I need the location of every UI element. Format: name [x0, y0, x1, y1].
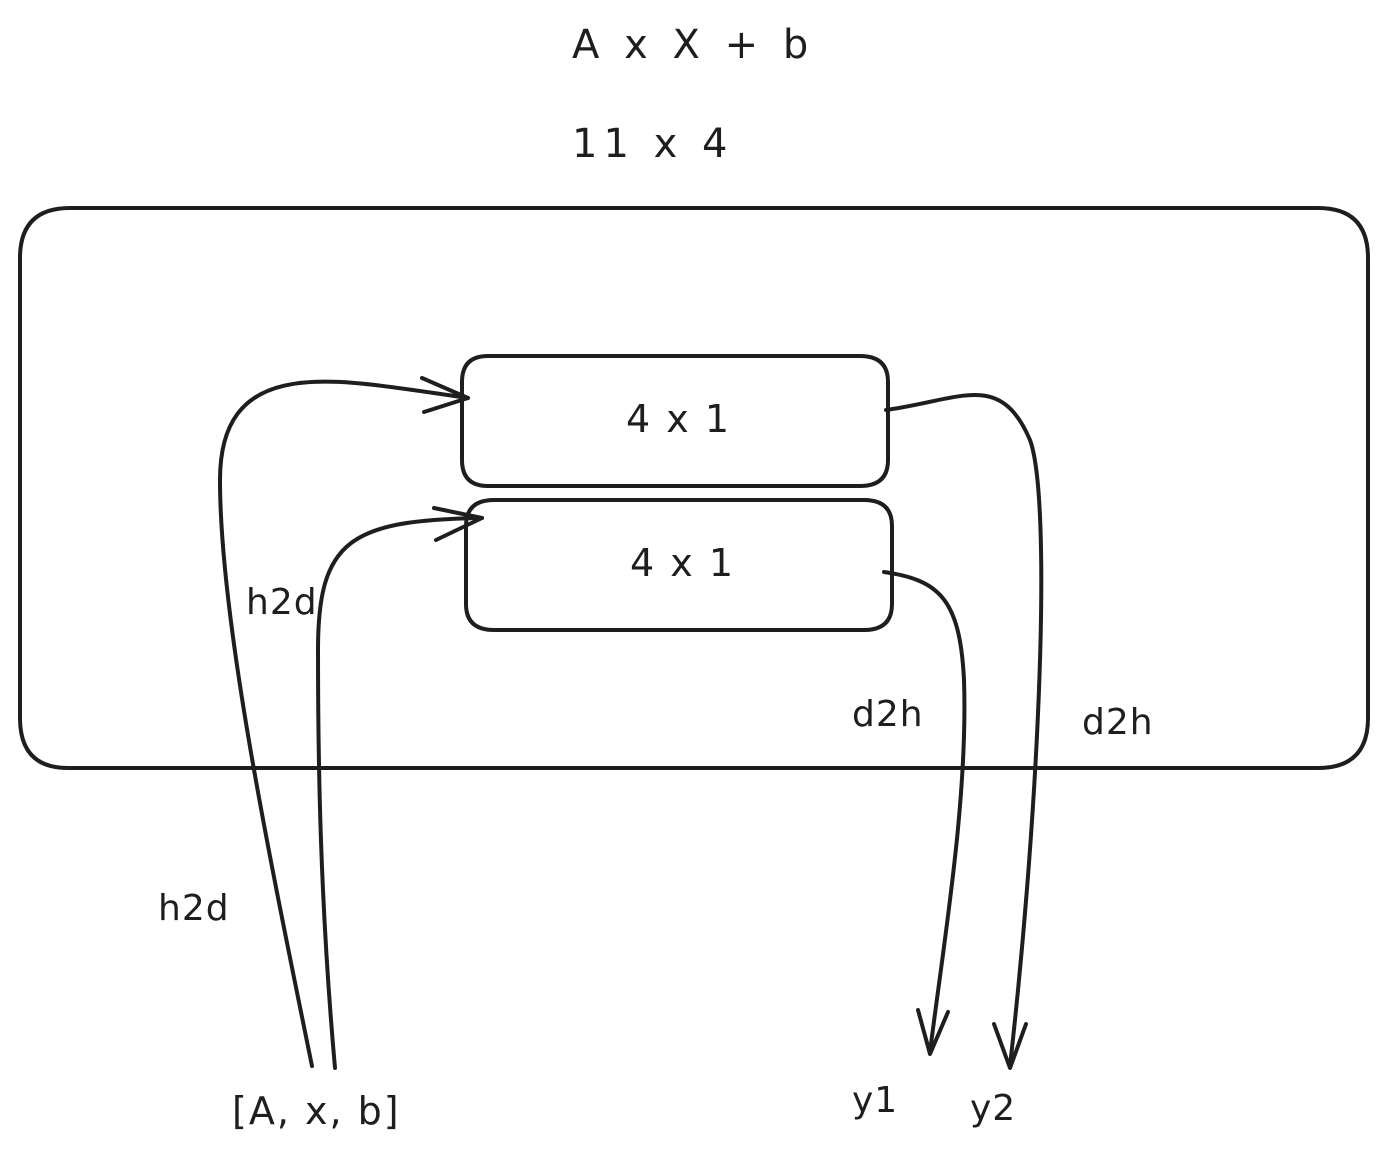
d2h-arrow-top [884, 393, 1044, 1068]
h2d-arrow-bottom-head [432, 506, 484, 542]
inputs-label: [A, x, b] [232, 1089, 401, 1133]
h2d-inner-label: h2d [246, 582, 318, 623]
block-top [460, 354, 890, 488]
d2h-arrow-bottom [882, 570, 967, 1054]
device-container [18, 206, 1370, 770]
output-y1-label: y1 [852, 1080, 898, 1121]
d2h-arrow-bottom-head [916, 1008, 950, 1056]
h2d-outer-label: h2d [158, 888, 230, 929]
formula-label: A x X + b [572, 22, 814, 68]
block-top-dims: 4 x 1 [626, 397, 731, 441]
h2d-arrow-top [218, 379, 470, 1068]
output-y2-label: y2 [970, 1088, 1016, 1129]
block-bottom-dims: 4 x 1 [630, 541, 735, 585]
h2d-arrow-bottom [316, 516, 484, 1070]
d2h-right-label: d2h [1082, 702, 1154, 743]
d2h-left-label: d2h [852, 694, 924, 735]
h2d-arrow-top-head [420, 376, 470, 414]
d2h-arrow-top-head [992, 1022, 1028, 1070]
outer-dims-label: 11 x 4 [572, 121, 733, 167]
